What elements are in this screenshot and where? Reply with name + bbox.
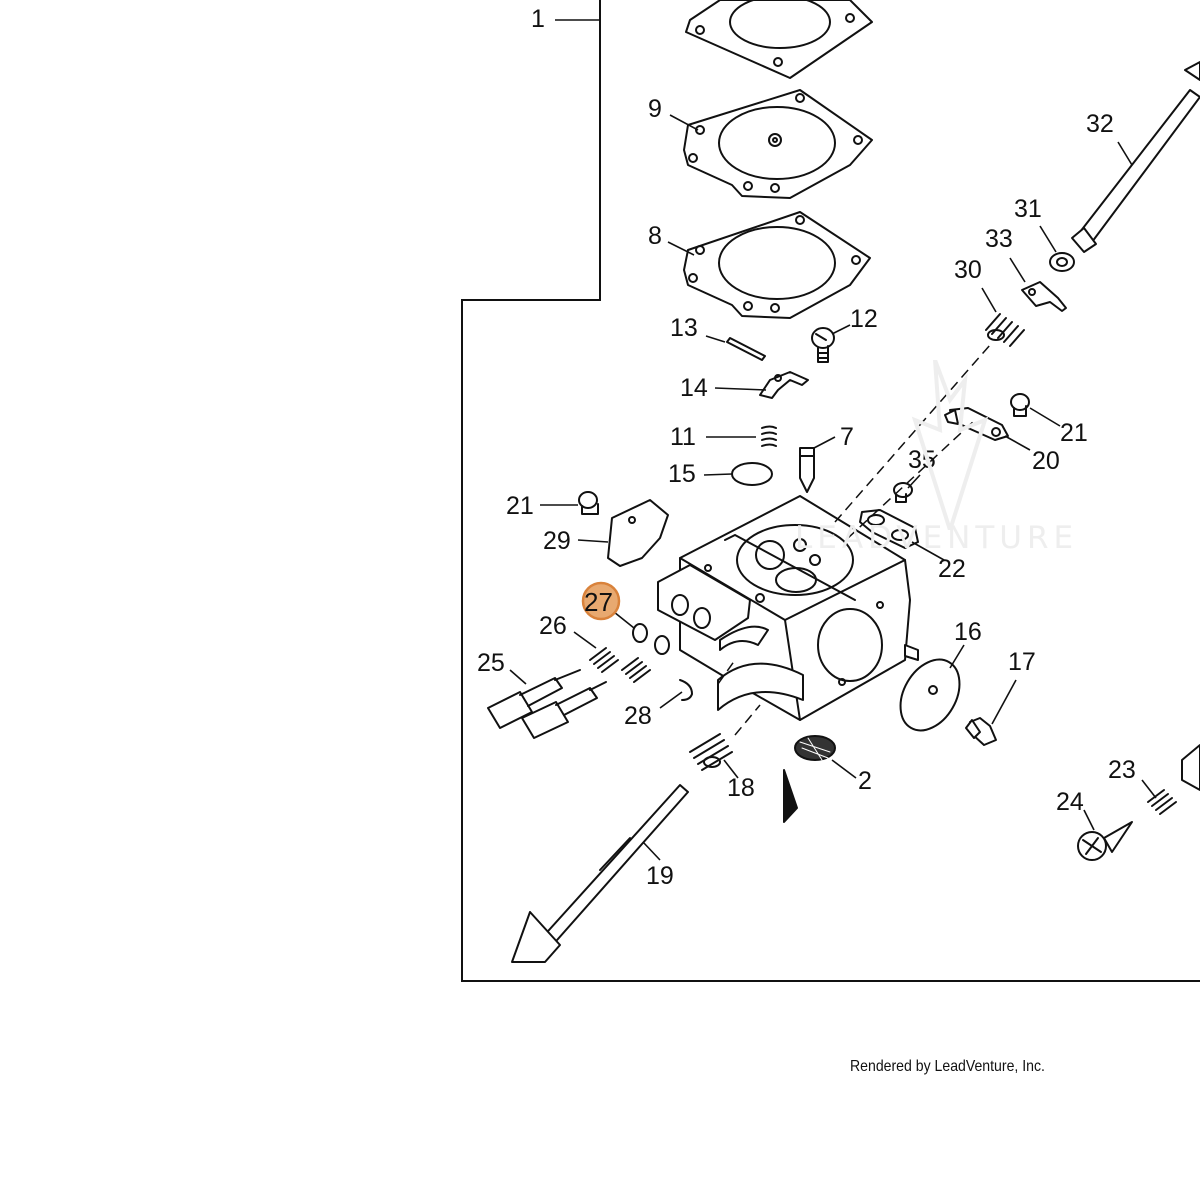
callout-18[interactable]: 18 (727, 774, 755, 802)
callout-19[interactable]: 19 (646, 862, 674, 890)
part-22-gasket (859, 509, 919, 549)
part-2-screen (794, 735, 836, 761)
part-right-block (1181, 744, 1200, 791)
callout-23[interactable]: 23 (1108, 756, 1136, 784)
part-26-springs (589, 647, 651, 683)
watermark-text: LEADVENTURE (795, 520, 1079, 556)
callout-11[interactable]: 11 (670, 423, 696, 451)
callout-21-left[interactable]: 21 (506, 492, 534, 520)
callout-2[interactable]: 2 (858, 767, 872, 795)
part-21-screw-right (1010, 393, 1030, 417)
watermark-logo (911, 360, 989, 530)
leader-lines (509, 19, 1157, 861)
part-17-screw (965, 717, 997, 746)
part-28-clip (679, 679, 693, 701)
part-25-adjusting-screws (487, 669, 607, 739)
callout-31[interactable]: 31 (1014, 195, 1042, 223)
callout-14[interactable]: 14 (680, 374, 708, 402)
part-32-shaft (1071, 61, 1200, 253)
callout-24[interactable]: 24 (1056, 788, 1084, 816)
part-29-plate (607, 499, 669, 567)
callout-9[interactable]: 9 (648, 95, 662, 123)
callout-13[interactable]: 13 (670, 314, 698, 342)
callout-22[interactable]: 22 (938, 555, 966, 583)
part-24-screw (1077, 821, 1133, 861)
callout-28[interactable]: 28 (624, 702, 652, 730)
part-35-screw (893, 482, 913, 503)
callout-8[interactable]: 8 (648, 222, 662, 250)
callout-27-highlight (581, 581, 621, 621)
callout-17[interactable]: 17 (1008, 648, 1036, 676)
callout-1[interactable]: 1 (531, 5, 545, 33)
diagram-frame (461, 0, 1200, 982)
part-8-gasket (683, 211, 871, 319)
callout-32[interactable]: 32 (1086, 110, 1114, 138)
part-31-washer (1049, 252, 1075, 272)
callout-30[interactable]: 30 (954, 256, 982, 284)
part-23-spring (1147, 789, 1177, 815)
part-9-diaphragm (683, 89, 873, 199)
part-30-spring (985, 313, 1025, 347)
assembly-lines (717, 344, 991, 736)
part-33-clip (1021, 281, 1067, 312)
callout-7[interactable]: 7 (840, 423, 854, 451)
part-13-pin (726, 337, 766, 361)
callout-29[interactable]: 29 (543, 527, 571, 555)
callout-16[interactable]: 16 (954, 618, 982, 646)
callout-25[interactable]: 25 (477, 649, 505, 677)
part-7-needle (799, 447, 815, 493)
part-27-washers (632, 623, 670, 655)
part-18-spring (689, 733, 733, 771)
direction-arrow (783, 769, 798, 823)
part-12-screw (811, 327, 835, 363)
render-credit: Rendered by LeadVenture, Inc. (850, 1058, 1045, 1075)
part-top-cover (685, 0, 873, 79)
callout-labels: 1 9 8 32 31 33 30 13 12 14 21 20 11 7 35… (477, 5, 1136, 890)
part-14-lever (759, 371, 809, 399)
part-15-disc (731, 462, 773, 486)
callout-26[interactable]: 26 (539, 612, 567, 640)
part-21-screw-left (578, 491, 599, 515)
callout-15[interactable]: 15 (668, 460, 696, 488)
part-11-spring (761, 425, 777, 447)
carburetor-body (657, 495, 919, 721)
part-16-diaphragm (899, 658, 961, 732)
callout-12[interactable]: 12 (850, 305, 878, 333)
callout-21-right[interactable]: 21 (1060, 419, 1088, 447)
callout-27[interactable]: 27 (584, 587, 613, 617)
callout-20[interactable]: 20 (1032, 447, 1060, 475)
part-19-shaft (511, 784, 689, 963)
callout-33[interactable]: 33 (985, 225, 1013, 253)
